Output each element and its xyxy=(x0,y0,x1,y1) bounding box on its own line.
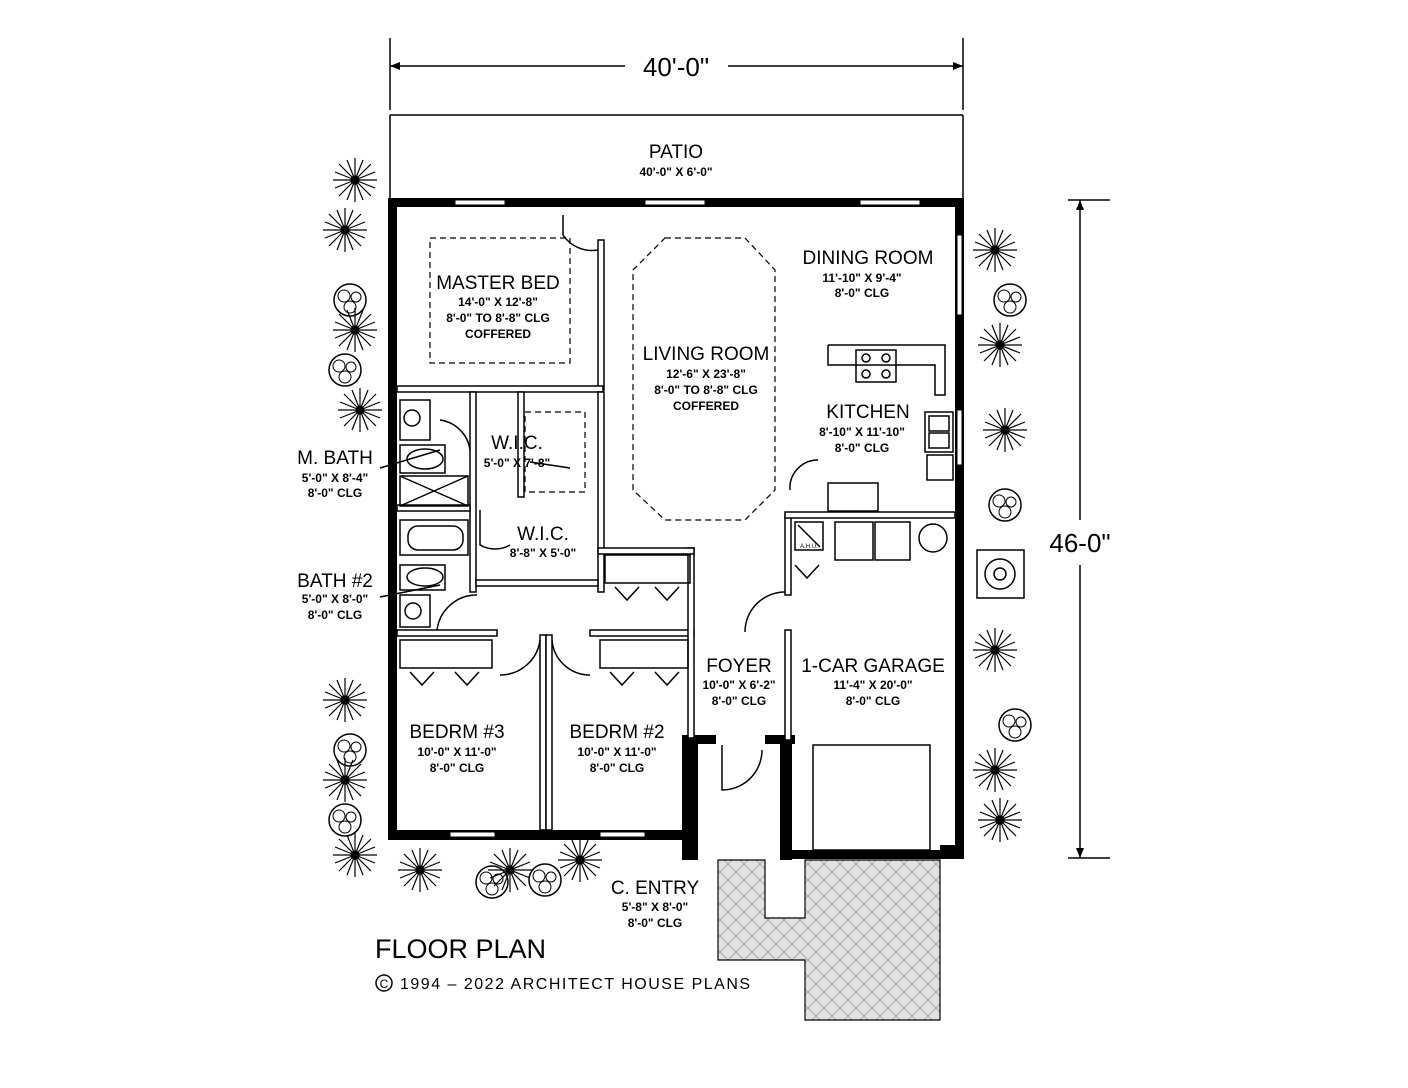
room-wic-2: W.I.C. 8'-8" X 5'-0" xyxy=(510,524,576,560)
garage-name: 1-CAR GARAGE xyxy=(801,656,945,677)
svg-text:8'-0" CLG: 8'-0" CLG xyxy=(308,486,363,500)
room-bedrm-2: BEDRM #2 10'-0" X 11'-0" 8'-0" CLG xyxy=(569,722,664,775)
room-bath-2: BATH #2 5'-0" X 8'-0" 8'-0" CLG xyxy=(297,571,441,622)
svg-text:5'-8" X 8'-0": 5'-8" X 8'-0" xyxy=(622,900,688,914)
c-entry-name: C. ENTRY xyxy=(611,878,700,899)
svg-text:COFFERED: COFFERED xyxy=(673,399,739,413)
svg-text:8'-0" CLG: 8'-0" CLG xyxy=(712,694,767,708)
closet-doors xyxy=(399,554,820,687)
bath-fixtures xyxy=(399,399,469,628)
master-coffered-ceiling xyxy=(429,237,571,364)
foyer-name: FOYER xyxy=(706,656,771,677)
copyright-line: C 1994 – 2022 ARCHITECT HOUSE PLANS xyxy=(375,974,752,993)
landscaping xyxy=(322,157,1032,899)
entry-paving xyxy=(717,859,941,1021)
svg-text:5'-0" X 8'-4": 5'-0" X 8'-4" xyxy=(302,471,368,485)
svg-text:11'-10" X 9'-4": 11'-10" X 9'-4" xyxy=(822,271,901,285)
ac-unit xyxy=(976,549,1025,599)
wic-shelving xyxy=(524,411,586,493)
svg-text:8'-0" CLG: 8'-0" CLG xyxy=(628,916,683,930)
room-dining-room: DINING ROOM 11'-10" X 9'-4" 8'-0" CLG xyxy=(803,248,934,300)
garage-door-opening xyxy=(812,744,931,851)
svg-text:14'-0" X 12'-8": 14'-0" X 12'-8" xyxy=(458,295,538,309)
svg-text:11'-4" X 20'-0": 11'-4" X 20'-0" xyxy=(833,678,912,692)
room-kitchen: KITCHEN 8'-10" X 11'-10" 8'-0" CLG xyxy=(819,402,910,455)
svg-text:8'-8" X 5'-0": 8'-8" X 5'-0" xyxy=(510,546,576,560)
svg-text:8'-0" TO 8'-8" CLG: 8'-0" TO 8'-8" CLG xyxy=(446,311,550,325)
svg-text:10'-0" X 11'-0": 10'-0" X 11'-0" xyxy=(577,745,656,759)
svg-text:12'-6" X 23'-8": 12'-6" X 23'-8" xyxy=(666,367,746,381)
patio-name: PATIO xyxy=(649,142,703,163)
svg-text:5'-0" X 7'-8": 5'-0" X 7'-8" xyxy=(484,456,550,470)
master-bed-name: MASTER BED xyxy=(436,273,560,294)
room-bedrm-3: BEDRM #3 10'-0" X 11'-0" 8'-0" CLG xyxy=(409,722,504,775)
living-coffered-ceiling xyxy=(632,237,776,521)
svg-text:8'-0" TO 8'-8" CLG: 8'-0" TO 8'-8" CLG xyxy=(654,383,758,397)
svg-text:8'-0" CLG: 8'-0" CLG xyxy=(846,694,901,708)
bedrm-2-name: BEDRM #2 xyxy=(569,722,664,743)
width-dimension: 40'-0" xyxy=(389,38,964,110)
interior-walls xyxy=(396,239,956,831)
svg-text:COFFERED: COFFERED xyxy=(465,327,531,341)
overall-depth: 46-0" xyxy=(1049,528,1110,558)
svg-text:8'-0" CLG: 8'-0" CLG xyxy=(590,761,645,775)
patio-size: 40'-0" X 6'-0" xyxy=(639,165,712,179)
exterior-walls xyxy=(388,198,964,860)
living-room-name: LIVING ROOM xyxy=(643,344,770,365)
copyright-text: 1994 – 2022 ARCHITECT HOUSE PLANS xyxy=(400,976,752,993)
room-garage: 1-CAR GARAGE 11'-4" X 20'-0" 8'-0" CLG xyxy=(801,656,945,708)
room-m-bath: M. BATH 5'-0" X 8'-4" 8'-0" CLG xyxy=(297,448,441,500)
svg-text:5'-0" X 8'-0": 5'-0" X 8'-0" xyxy=(302,592,368,606)
svg-text:8'-0" CLG: 8'-0" CLG xyxy=(835,286,890,300)
svg-text:8'-0" CLG: 8'-0" CLG xyxy=(308,608,363,622)
svg-text:C: C xyxy=(380,977,389,991)
svg-text:8'-0" CLG: 8'-0" CLG xyxy=(835,441,890,455)
svg-text:8'-10" X 11'-10": 8'-10" X 11'-10" xyxy=(819,425,905,439)
dining-room-name: DINING ROOM xyxy=(803,248,934,269)
depth-dimension: 46-0" xyxy=(1049,199,1111,859)
wic-2-name: W.I.C. xyxy=(517,524,569,545)
plan-title: FLOOR PLAN xyxy=(375,934,546,964)
room-foyer: FOYER 10'-0" X 6'-2" 8'-0" CLG xyxy=(702,656,775,708)
wic-1-name: W.I.C. xyxy=(491,433,543,454)
svg-text:10'-0" X 6'-2": 10'-0" X 6'-2" xyxy=(702,678,775,692)
room-wic-1: W.I.C. 5'-0" X 7'-8" xyxy=(484,433,571,470)
kitchen-name: KITCHEN xyxy=(826,402,909,423)
ahu-label: A.H.U. xyxy=(800,544,818,550)
svg-text:10'-0" X 11'-0": 10'-0" X 11'-0" xyxy=(417,745,496,759)
room-master-bed: MASTER BED 14'-0" X 12'-8" 8'-0" TO 8'-8… xyxy=(436,273,560,341)
m-bath-name: M. BATH xyxy=(297,448,373,469)
svg-text:8'-0" CLG: 8'-0" CLG xyxy=(430,761,485,775)
bedrm-3-name: BEDRM #3 xyxy=(409,722,504,743)
room-living-room: LIVING ROOM 12'-6" X 23'-8" 8'-0" TO 8'-… xyxy=(643,344,770,413)
bath-2-name: BATH #2 xyxy=(297,571,373,592)
doors xyxy=(436,215,819,791)
patio: PATIO 40'-0" X 6'-0" xyxy=(389,114,964,200)
kitchen-fixtures: A.H.U. xyxy=(794,344,954,561)
overall-width: 40'-0" xyxy=(643,52,709,82)
copyright-icon xyxy=(375,974,393,992)
room-c-entry: C. ENTRY 5'-8" X 8'-0" 8'-0" CLG xyxy=(611,878,700,930)
